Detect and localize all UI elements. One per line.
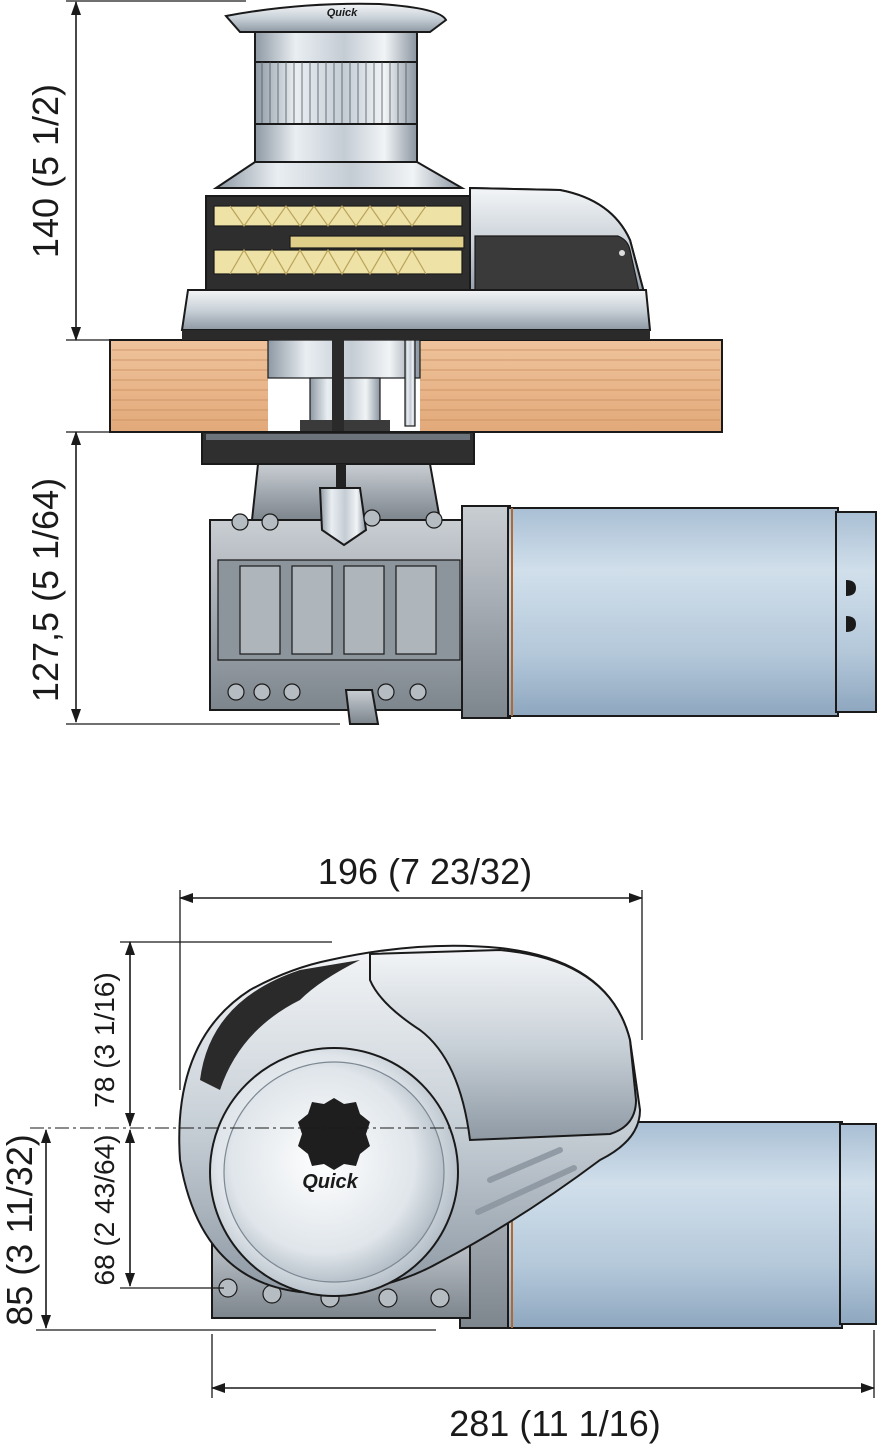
total-length-label: 281 (11 1/16) — [449, 1403, 660, 1444]
side-elevation-view: Quick — [25, 0, 877, 725]
top-height-label: 140 (5 1/2) — [25, 84, 66, 258]
bottom-height-label: 127,5 (5 1/64) — [25, 478, 66, 702]
plan-logo: Quick — [302, 1171, 358, 1193]
total-length-dimension: 281 (11 1/16) — [211, 1330, 875, 1444]
width-label: 196 (7 23/32) — [318, 851, 532, 892]
width-dimension: 196 (7 23/32) — [179, 851, 643, 1090]
base-height-dimension: 85 (3 11/32) — [0, 1129, 436, 1331]
upper-offset-label: 78 (3 1/16) — [89, 972, 120, 1107]
windlass-housing — [180, 186, 652, 340]
winch-handle-socket-icon — [298, 1098, 370, 1170]
below-deck-assembly — [201, 431, 877, 725]
plan-view: Quick 196 (7 23/32) 78 (3 1/16) 68 (2 43… — [0, 851, 877, 1444]
lower-offset-dimension: 68 (2 43/64) — [89, 1129, 224, 1289]
upper-offset-dimension: 78 (3 1/16) — [89, 941, 332, 1127]
deck-wood-plank — [109, 339, 723, 436]
lower-offset-label: 68 (2 43/64) — [89, 1135, 120, 1286]
height-dimension-top: 140 (5 1/2) — [25, 0, 246, 341]
cap-logo: Quick — [327, 7, 358, 19]
plan-capstan-disc: Quick — [209, 1047, 459, 1297]
capstan-cap: Quick — [212, 2, 466, 189]
base-height-label: 85 (3 11/32) — [0, 1134, 40, 1325]
height-dimension-bottom: 127,5 (5 1/64) — [25, 431, 340, 725]
